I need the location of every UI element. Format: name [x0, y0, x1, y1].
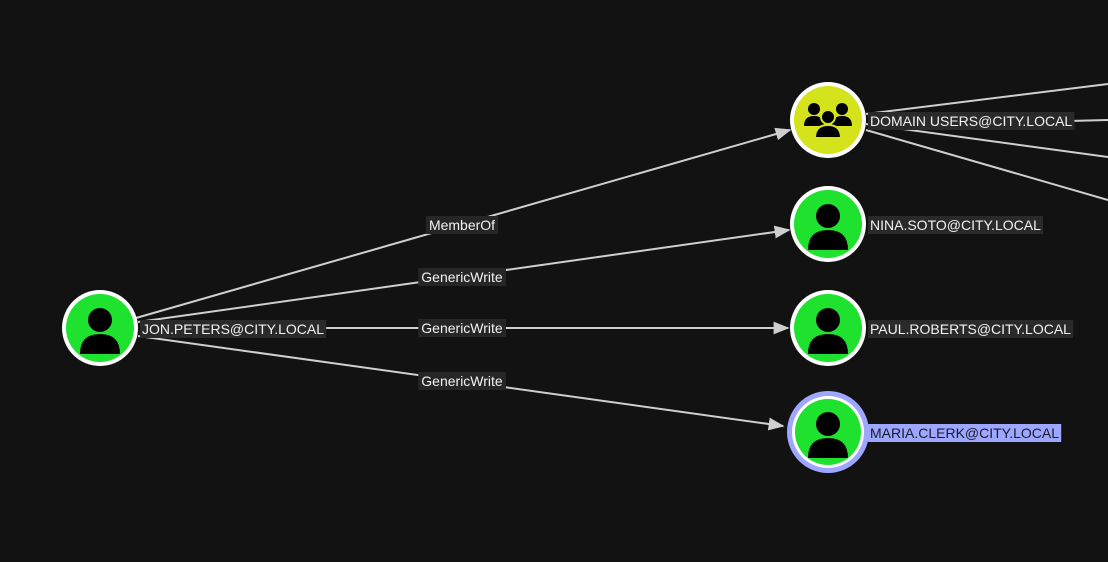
edge-layer: MemberOfGenericWriteGenericWriteGenericW…: [135, 127, 792, 431]
edge-nina[interactable]: GenericWrite: [137, 225, 791, 323]
node-label[interactable]: MARIA.CLERK@CITY.LOCAL: [870, 425, 1059, 441]
edge-paul[interactable]: GenericWrite: [322, 319, 790, 337]
node-layer: JON.PETERS@CITY.LOCAL DOMAIN USERS@CITY.L…: [62, 82, 1075, 473]
node-label[interactable]: DOMAIN USERS@CITY.LOCAL: [870, 113, 1072, 129]
edge-domain_users[interactable]: MemberOf: [135, 127, 792, 319]
edge-label[interactable]: GenericWrite: [421, 373, 503, 389]
node-label[interactable]: PAUL.ROBERTS@CITY.LOCAL: [870, 321, 1071, 337]
edge-label-bg: [418, 319, 506, 337]
node-label-bg: [868, 424, 1062, 442]
edge-label-bg: [418, 372, 506, 390]
node-label[interactable]: JON.PETERS@CITY.LOCAL: [142, 321, 324, 337]
edge-offscreen: [1067, 119, 1108, 122]
edge-maria[interactable]: GenericWrite: [137, 335, 785, 431]
node-label-bg: [868, 320, 1074, 338]
node-maria[interactable]: MARIA.CLERK@CITY.LOCAL: [787, 391, 1062, 473]
node-label[interactable]: NINA.SOTO@CITY.LOCAL: [870, 217, 1041, 233]
edge-label-bg: [425, 216, 499, 234]
node-label-bg: [868, 216, 1044, 234]
user-icon: [808, 412, 848, 458]
edge-label[interactable]: MemberOf: [429, 217, 495, 233]
edge-label[interactable]: GenericWrite: [421, 320, 503, 336]
node-jon[interactable]: JON.PETERS@CITY.LOCAL: [62, 290, 327, 366]
group-icon: [804, 103, 852, 139]
edge-offscreen: [865, 83, 1108, 115]
node-label-bg: [868, 112, 1075, 130]
offscreen-edges: [865, 83, 1108, 201]
user-icon: [808, 204, 848, 250]
edge-label-bg: [418, 268, 506, 286]
node-label-bg: [140, 320, 327, 338]
node-domain_users[interactable]: DOMAIN USERS@CITY.LOCAL: [790, 82, 1075, 158]
edge-label[interactable]: GenericWrite: [421, 269, 503, 285]
node-nina[interactable]: NINA.SOTO@CITY.LOCAL: [790, 186, 1044, 262]
node-paul[interactable]: PAUL.ROBERTS@CITY.LOCAL: [790, 290, 1074, 366]
user-icon: [808, 308, 848, 354]
user-icon: [80, 308, 120, 354]
edge-offscreen: [865, 129, 1108, 201]
